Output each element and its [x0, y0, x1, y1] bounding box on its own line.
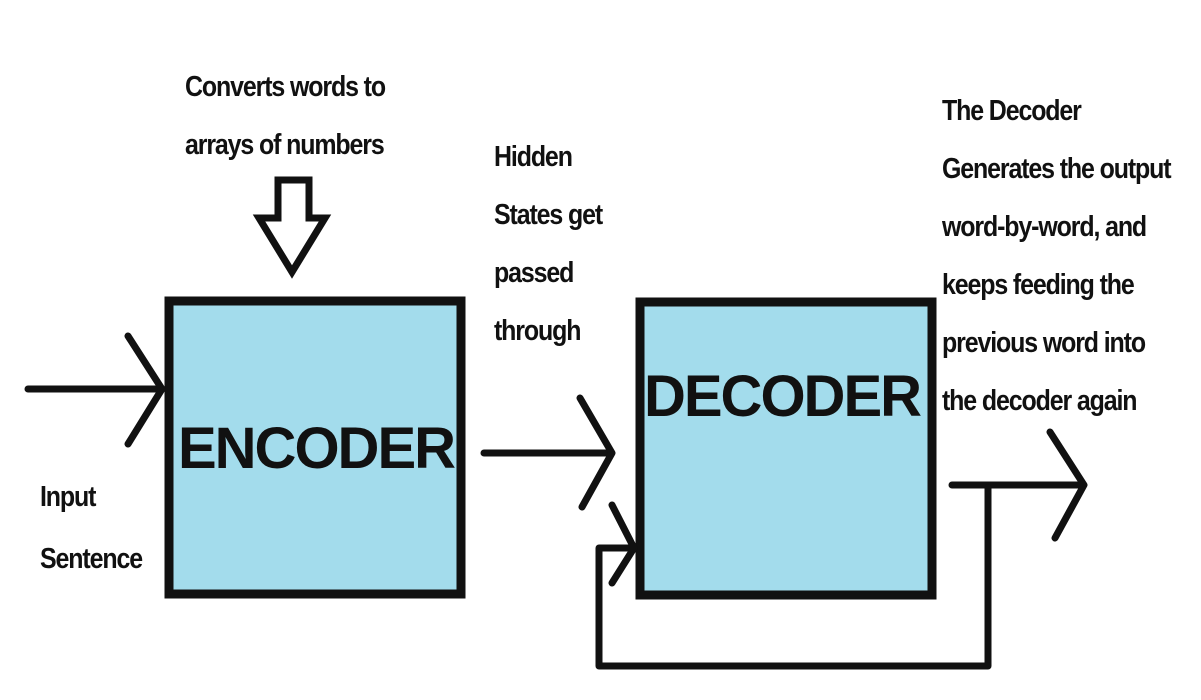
input-annotation-line: Input [40, 481, 96, 513]
input-annotation-line: Sentence [40, 543, 143, 575]
input-annotation: Input Sentence [40, 466, 143, 590]
decoder-annotation-line: previous word into [942, 327, 1146, 359]
encoder-annotation-line: Converts words to [185, 71, 386, 103]
decoder-box [635, 297, 937, 600]
input-arrow [24, 332, 166, 448]
feedback-loop-arrow [595, 484, 992, 670]
hidden-states-line: through [494, 315, 581, 347]
hidden-states-arrow [480, 394, 616, 511]
encoder-box [164, 296, 466, 599]
decoder-annotation-line: The Decoder [942, 95, 1082, 127]
encoder-annotation: Converts words to arrays of numbers [185, 58, 386, 174]
decoder-annotation-line: the decoder again [942, 385, 1138, 417]
hidden-states-line: passed [494, 257, 574, 289]
decoder-annotation-line: word-by-word, and [942, 211, 1147, 243]
encoder-label: ENCODER [178, 416, 455, 481]
decoder-annotation-line: Generates the output [942, 153, 1172, 185]
down-arrow-icon [252, 176, 332, 279]
decoder-label: DECODER [644, 364, 921, 429]
hidden-states-annotation: Hidden States get passed through [494, 128, 603, 360]
decoder-annotation: The Decoder Generates the output word-by… [942, 82, 1172, 430]
output-arrow [948, 428, 1088, 542]
encoder-annotation-line: arrays of numbers [185, 129, 385, 161]
hidden-states-line: States get [494, 199, 603, 231]
decoder-annotation-line: keeps feeding the [942, 269, 1135, 301]
hidden-states-line: Hidden [494, 141, 573, 173]
